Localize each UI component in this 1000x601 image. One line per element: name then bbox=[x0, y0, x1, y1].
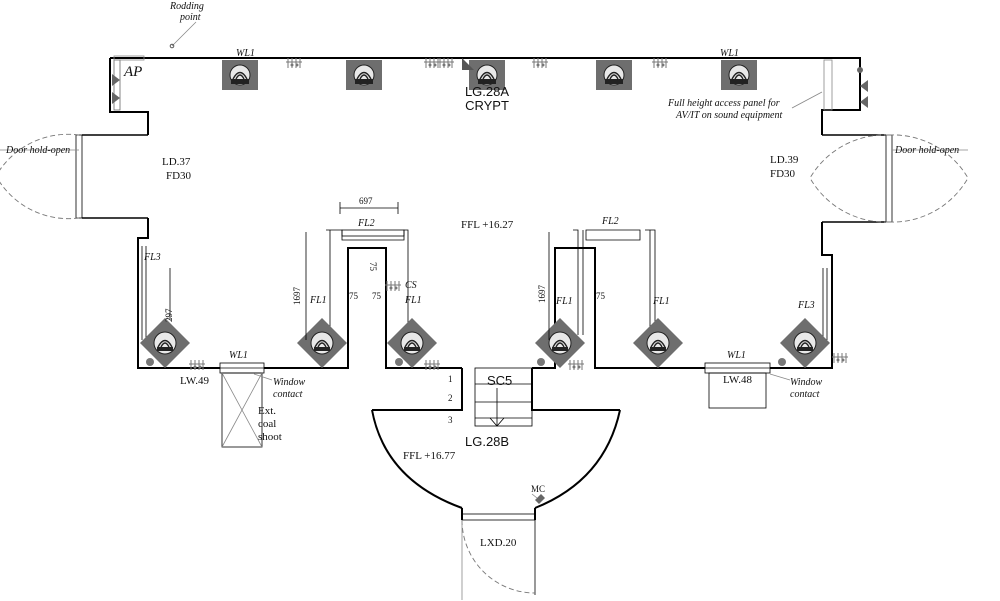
fl1-label: FL1 bbox=[309, 295, 327, 306]
cs-label: CS bbox=[405, 280, 417, 291]
wall-speaker bbox=[720, 59, 758, 91]
ap-label: AP bbox=[123, 64, 142, 80]
cable-device bbox=[651, 57, 669, 69]
corner-equipment bbox=[112, 55, 868, 111]
fl3-label: FL3 bbox=[143, 252, 161, 263]
partitions bbox=[141, 229, 828, 340]
mc-label: MC bbox=[531, 484, 545, 494]
door-hold-label: Door hold-open bbox=[5, 145, 70, 156]
wl1-label: WL1 bbox=[727, 350, 746, 361]
dimension-label: 697 bbox=[359, 196, 373, 206]
wall-speakers-top bbox=[221, 57, 758, 91]
room-id: LG.28A bbox=[465, 84, 509, 99]
lower-door-id: LXD.20 bbox=[480, 537, 517, 549]
floor-speaker bbox=[296, 317, 348, 369]
stair-id: SC5 bbox=[487, 373, 512, 388]
wall-speaker bbox=[345, 59, 383, 91]
dimension-label: 1697 bbox=[292, 287, 302, 306]
door-rating: FD30 bbox=[770, 168, 796, 180]
fl2-label: FL2 bbox=[601, 216, 619, 227]
exterior-walls bbox=[109, 57, 861, 405]
right-door bbox=[809, 134, 969, 223]
dimension-label: 297 bbox=[164, 308, 174, 322]
rodding-point-label: Rodding bbox=[169, 1, 204, 12]
fl3-label: FL3 bbox=[797, 300, 815, 311]
coal-shoot-label: coal bbox=[258, 418, 276, 430]
fl1-label: FL1 bbox=[652, 296, 670, 307]
wl1-label: WL1 bbox=[229, 350, 248, 361]
floor-speakers bbox=[139, 280, 849, 371]
cable-device bbox=[423, 57, 441, 69]
stair-and-lower-room bbox=[371, 367, 621, 600]
left-door bbox=[0, 133, 148, 220]
cable-device bbox=[567, 359, 585, 371]
door-id: LD.39 bbox=[770, 154, 799, 166]
fl1-label: FL1 bbox=[404, 295, 422, 306]
window-id: LW.49 bbox=[180, 375, 210, 387]
cable-device bbox=[531, 57, 549, 69]
access-panel-label: AV/IT on sound equipment bbox=[675, 110, 782, 121]
cable-device bbox=[384, 280, 402, 292]
windows bbox=[219, 362, 771, 448]
coal-shoot-label: Ext. bbox=[258, 405, 276, 417]
access-panel-label: Full height access panel for bbox=[667, 98, 780, 109]
labels: Rodding point AP WL1 WL1 LG.28A CRYPT Fu… bbox=[5, 1, 959, 549]
cable-device bbox=[285, 57, 303, 69]
lower-room-id: LG.28B bbox=[465, 434, 509, 449]
lower-room-ffl: FFL +16.77 bbox=[403, 450, 456, 462]
floor-speaker bbox=[632, 317, 684, 369]
window-contact-label: Window bbox=[273, 377, 306, 388]
coal-shoot-label: shoot bbox=[258, 431, 282, 443]
dimension-label: 75 bbox=[596, 291, 606, 301]
leader-lines bbox=[169, 21, 823, 499]
cable-device bbox=[831, 352, 849, 364]
fl1-label: FL1 bbox=[555, 296, 573, 307]
wl1-label: WL1 bbox=[720, 48, 739, 59]
room-name: CRYPT bbox=[465, 98, 509, 113]
dimension-label: 75 bbox=[349, 291, 359, 301]
stair-step-number: 1 bbox=[448, 374, 453, 384]
door-rating: FD30 bbox=[166, 170, 192, 182]
dimension-label: 1697 bbox=[537, 285, 547, 304]
stair-step-number: 2 bbox=[448, 393, 453, 403]
window-contact-label: contact bbox=[790, 389, 820, 400]
dimension-label: 75 bbox=[372, 291, 382, 301]
dimension-label: 75 bbox=[368, 262, 378, 272]
wl1-label: WL1 bbox=[236, 48, 255, 59]
door-hold-label: Door hold-open bbox=[894, 145, 959, 156]
fl2-label: FL2 bbox=[357, 218, 375, 229]
door-id: LD.37 bbox=[162, 156, 191, 168]
window-contact-label: Window bbox=[790, 377, 823, 388]
wall-speaker bbox=[221, 59, 259, 91]
window-id: LW.48 bbox=[723, 374, 753, 386]
rodding-point-label: point bbox=[179, 12, 201, 23]
window-contact-label: contact bbox=[273, 389, 303, 400]
ffl-label: FFL +16.27 bbox=[461, 219, 514, 231]
cable-device bbox=[437, 57, 455, 69]
stair-step-number: 3 bbox=[448, 415, 453, 425]
wall-speaker bbox=[595, 59, 633, 91]
floor-speaker bbox=[779, 317, 831, 369]
